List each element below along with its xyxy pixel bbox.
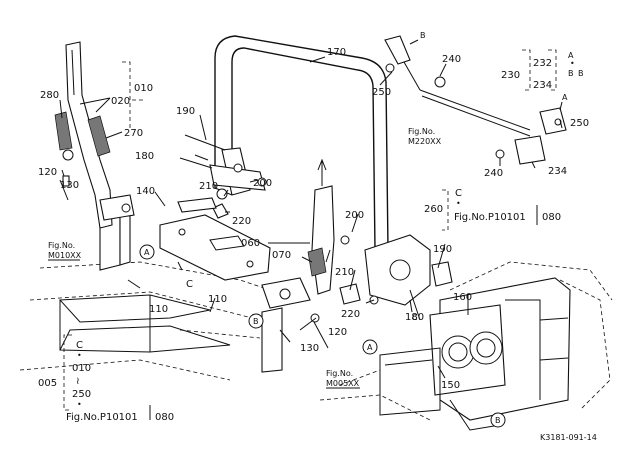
part-label-070: 070	[272, 250, 291, 261]
group230-a: A	[568, 51, 574, 60]
centre-post	[261, 158, 335, 373]
part-label-110-centre: 110	[208, 294, 227, 305]
part-label-060: 060	[241, 238, 260, 249]
callout-b-group: B	[578, 69, 584, 78]
group-005: 005 C • 010 ≀ 250 • Fig.No.P10101 080	[38, 340, 174, 423]
part-label-180-left: 180	[135, 151, 154, 162]
part-labels: 010 020 280 270 120 130 140 190 180 170 …	[38, 47, 589, 391]
part-label-210-left: 210	[199, 181, 218, 192]
callout-a-belt: A	[562, 93, 568, 102]
part-label-190-left: 190	[176, 106, 195, 117]
group260-dot: •	[456, 199, 461, 208]
group005-tail: 080	[155, 412, 174, 423]
part-label-140: 140	[136, 186, 155, 197]
left-bracket	[179, 134, 267, 219]
part-label-234-right: 234	[548, 166, 567, 177]
callout-b-bottom: B	[495, 416, 501, 425]
callout-a-left: A	[144, 248, 150, 257]
part-label-120-left: 120	[38, 167, 57, 178]
callouts: A A A B B B B C C C	[0, 0, 584, 428]
callout-c-plate: C	[186, 279, 193, 290]
part-label-120-centre: 120	[328, 327, 347, 338]
part-label-250-top: 250	[372, 87, 391, 98]
part-label-250-right: 250	[570, 118, 589, 129]
callout-b-centre: B	[253, 317, 259, 326]
group230-dot: •	[570, 59, 575, 68]
seat-belt-assembly	[384, 35, 567, 165]
group005-dot2: •	[77, 400, 82, 409]
part-label-180-right: 180	[405, 312, 424, 323]
group005-c: C	[76, 340, 83, 351]
part-label-150: 150	[441, 380, 460, 391]
part-label-200-left: 200	[253, 178, 272, 189]
figure-references: Fig.No. M220XX Fig.No. M010XX Fig.No. M0…	[48, 127, 442, 389]
part-label-005: 005	[38, 378, 57, 389]
group005-010: 010	[72, 363, 91, 374]
group005-tilde: ≀	[76, 376, 80, 387]
part-label-170: 170	[327, 47, 346, 58]
group260-tail: 080	[542, 212, 561, 223]
part-label-220-left: 220	[232, 216, 251, 227]
group-braces	[63, 49, 557, 420]
part-label-232: 232	[533, 58, 552, 69]
fig-ref-m010-line1: Fig.No.	[48, 241, 75, 250]
group230-b: B	[568, 69, 574, 78]
part-label-130-centre: 130	[300, 343, 319, 354]
part-label-230: 230	[501, 70, 520, 81]
fig-ref-m010-line2: M010XX	[48, 251, 82, 260]
part-label-240-bottom: 240	[484, 168, 503, 179]
fig-ref-m220-line2: M220XX	[408, 137, 442, 146]
part-label-234-group: 234	[533, 80, 552, 91]
cross-plate	[159, 197, 271, 281]
part-label-130-left: 130	[60, 180, 79, 191]
part-label-210-right: 210	[335, 267, 354, 278]
part-label-110-left: 110	[149, 304, 168, 315]
part-label-010: 010	[134, 83, 153, 94]
callout-b-belt: B	[420, 31, 426, 40]
fig-ref-m005-line1: Fig.No.	[326, 369, 353, 378]
group005-ref: Fig.No.P10101	[66, 412, 138, 423]
left-rops-post	[54, 41, 135, 229]
callout-a-bottom: A	[367, 343, 373, 352]
callout-c-hidden: C	[0, 0, 6, 2]
rear-body	[319, 261, 613, 431]
leader-lines	[59, 39, 563, 379]
part-label-200-right: 200	[345, 210, 364, 221]
part-label-190-right: 190	[433, 244, 452, 255]
part-label-260: 260	[424, 204, 443, 215]
part-label-240-top: 240	[442, 54, 461, 65]
fig-ref-m220-line1: Fig.No.	[408, 127, 435, 136]
part-label-160: 160	[453, 292, 472, 303]
part-label-020: 020	[111, 96, 130, 107]
part-label-220-right: 220	[341, 309, 360, 320]
group260-c: C	[455, 188, 462, 199]
part-label-280: 280	[40, 90, 59, 101]
part-label-270: 270	[124, 128, 143, 139]
drawing-id: K3181-091-14	[540, 433, 597, 442]
group260-ref: Fig.No.P10101	[454, 212, 526, 223]
callout-c-unused: C	[412, 313, 418, 322]
group-230: 230 232 234 A • B	[501, 51, 575, 91]
group-260: 260 C • Fig.No.P10101 080	[424, 188, 561, 223]
fig-ref-m005-line2: M005XX	[326, 379, 360, 388]
group005-dot1: •	[77, 351, 82, 360]
group005-250: 250	[72, 389, 91, 400]
